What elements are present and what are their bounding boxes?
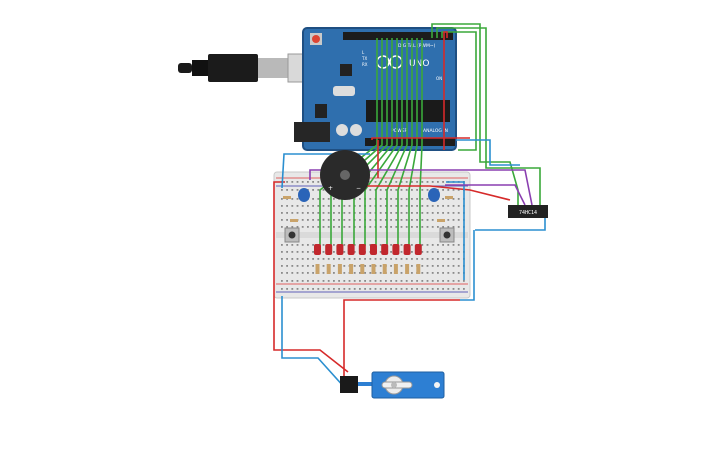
led-resistor-8 [393,264,398,274]
inverter-chip[interactable]: 74HC14 [508,205,548,218]
analog-label: ANALOG IN [423,128,448,134]
chip-label: 74HC14 [519,210,537,216]
power-wires [273,31,511,382]
led-2[interactable] [325,244,333,255]
led-7[interactable] [381,244,389,255]
led-resistor-5 [360,264,365,274]
led-resistor-7 [382,264,387,274]
led-10[interactable] [414,244,422,255]
svg-text:−: − [356,185,361,192]
digital-header [343,32,453,40]
power-jack [294,122,330,142]
capacitor-onboard-1 [336,124,348,136]
led-resistor-3 [337,264,342,274]
on-label: ON [436,76,442,81]
regulator [315,104,327,118]
led-signal-wires [319,23,541,245]
servo-motor[interactable] [340,371,445,399]
tx-label: TX [361,56,367,61]
led-6[interactable] [370,244,377,255]
microcontroller-chip [366,100,450,122]
led-9[interactable] [403,244,411,255]
led-resistor-6 [371,264,376,274]
led-resistor-4 [349,264,354,274]
capacitor-wires [309,169,533,206]
pullup-resistors [283,196,453,222]
led-8[interactable] [392,244,400,255]
reset-button-cap [312,35,320,43]
buzzer[interactable]: + − [320,150,370,200]
brand-label: UNO [409,59,429,69]
ground-wires [281,139,546,389]
led-resistor-1 [315,264,320,274]
led-resistor-9 [405,264,410,274]
led-3[interactable] [336,244,344,255]
svg-text:+: + [328,185,333,192]
led-4[interactable] [347,244,355,255]
breadboard[interactable] [273,171,471,299]
led-5[interactable] [358,244,366,255]
servo-connector [340,376,358,393]
led-resistor-10 [416,264,421,274]
arduino-uno-board[interactable]: UNO DIGITAL (PWM~) POWER ANALOG IN TX RX… [294,27,457,151]
power-label: POWER [391,128,408,134]
capacitor-left[interactable] [298,188,310,202]
led-row [314,244,422,274]
power-analog-header [365,138,455,146]
led-1[interactable] [314,244,321,255]
crystal [333,86,355,96]
usb-chip [340,64,352,76]
l-label: L [362,50,365,55]
push-button-left[interactable] [284,227,300,243]
rx-label: RX [362,62,368,67]
led-resistor-2 [326,264,331,274]
capacitor-onboard-2 [350,124,362,136]
capacitor-right[interactable] [428,188,440,202]
push-button-right[interactable] [439,227,455,243]
